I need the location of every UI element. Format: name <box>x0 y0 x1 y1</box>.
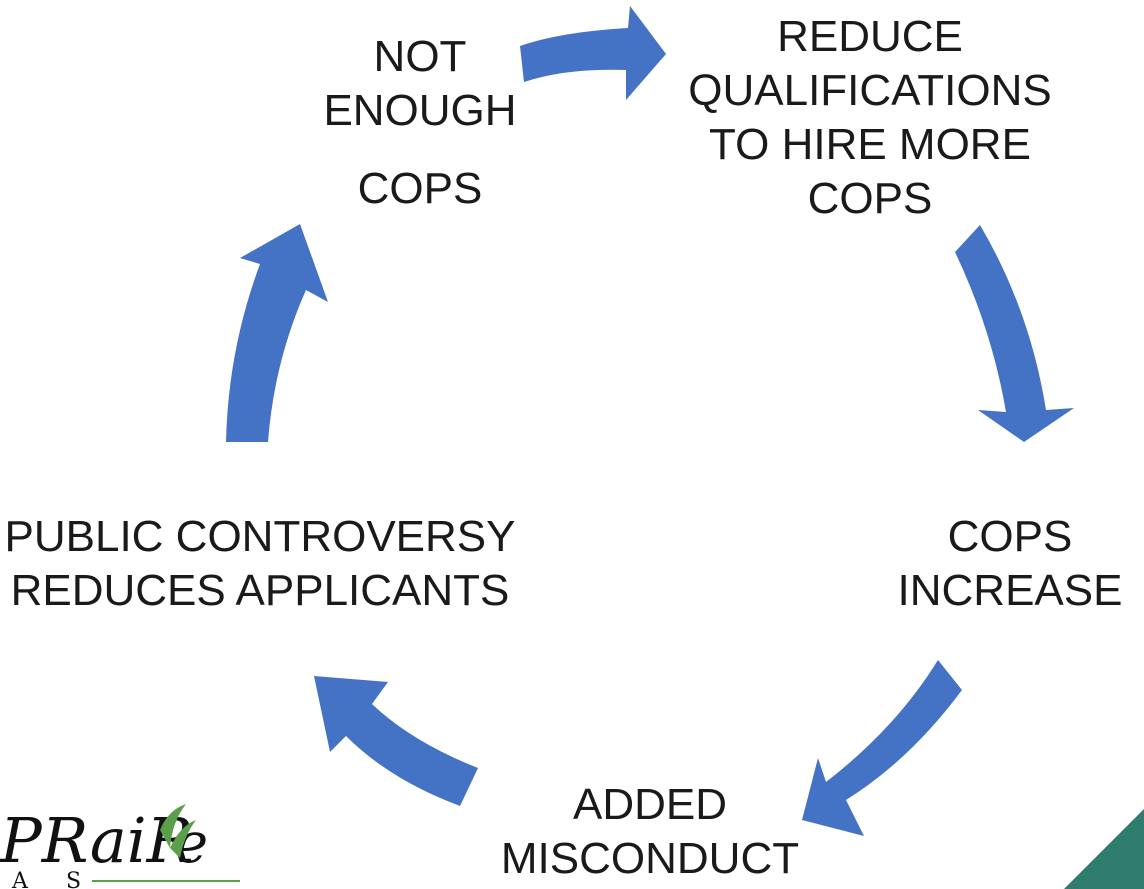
node-cops-increase-line-2: INCREASE <box>897 566 1123 615</box>
svg-text:A: A <box>11 869 29 889</box>
node-public-line-2: REDUCES APPLICANTS <box>10 566 510 615</box>
node-public-line-1: PUBLIC CONTROVERSY <box>4 512 516 561</box>
node-added-line-1: ADDED <box>572 780 728 829</box>
node-not-enough-line-1: NOT <box>373 32 467 81</box>
arrow-cops-increase-to-misconduct <box>802 660 962 836</box>
node-added-line-2: MISCONDUCT <box>500 834 800 883</box>
corner-accent <box>1064 809 1144 889</box>
prairie-logo: PRaiR e A S <box>0 804 240 889</box>
arrow-reduce-to-cops-increase <box>955 225 1074 442</box>
node-cops-increase-line-1: COPS <box>947 512 1073 561</box>
arrow-misconduct-to-public <box>314 676 478 806</box>
node-not-enough-cops: NOT ENOUGH COPS <box>300 30 540 216</box>
node-reduce-line-4: COPS <box>807 174 933 223</box>
node-public-controversy: PUBLIC CONTROVERSY REDUCES APPLICANTS <box>0 510 520 618</box>
node-not-enough-line-3: COPS <box>357 164 483 213</box>
node-not-enough-line-2: ENOUGH <box>323 86 517 135</box>
node-reduce-qualifications: REDUCE QUALIFICATIONS TO HIRE MORE COPS <box>660 10 1080 226</box>
arrow-not-enough-to-reduce <box>520 6 666 100</box>
svg-text:S: S <box>66 869 81 889</box>
arrow-public-to-not-enough <box>226 224 328 442</box>
node-added-misconduct: ADDED MISCONDUCT <box>470 778 830 886</box>
node-reduce-line-1: REDUCE <box>777 12 963 61</box>
node-cops-increase: COPS INCREASE <box>880 510 1140 618</box>
svg-text:PRaiR: PRaiR <box>0 804 193 877</box>
node-reduce-line-2: QUALIFICATIONS <box>688 66 1052 115</box>
node-reduce-line-3: TO HIRE MORE <box>709 120 1031 169</box>
